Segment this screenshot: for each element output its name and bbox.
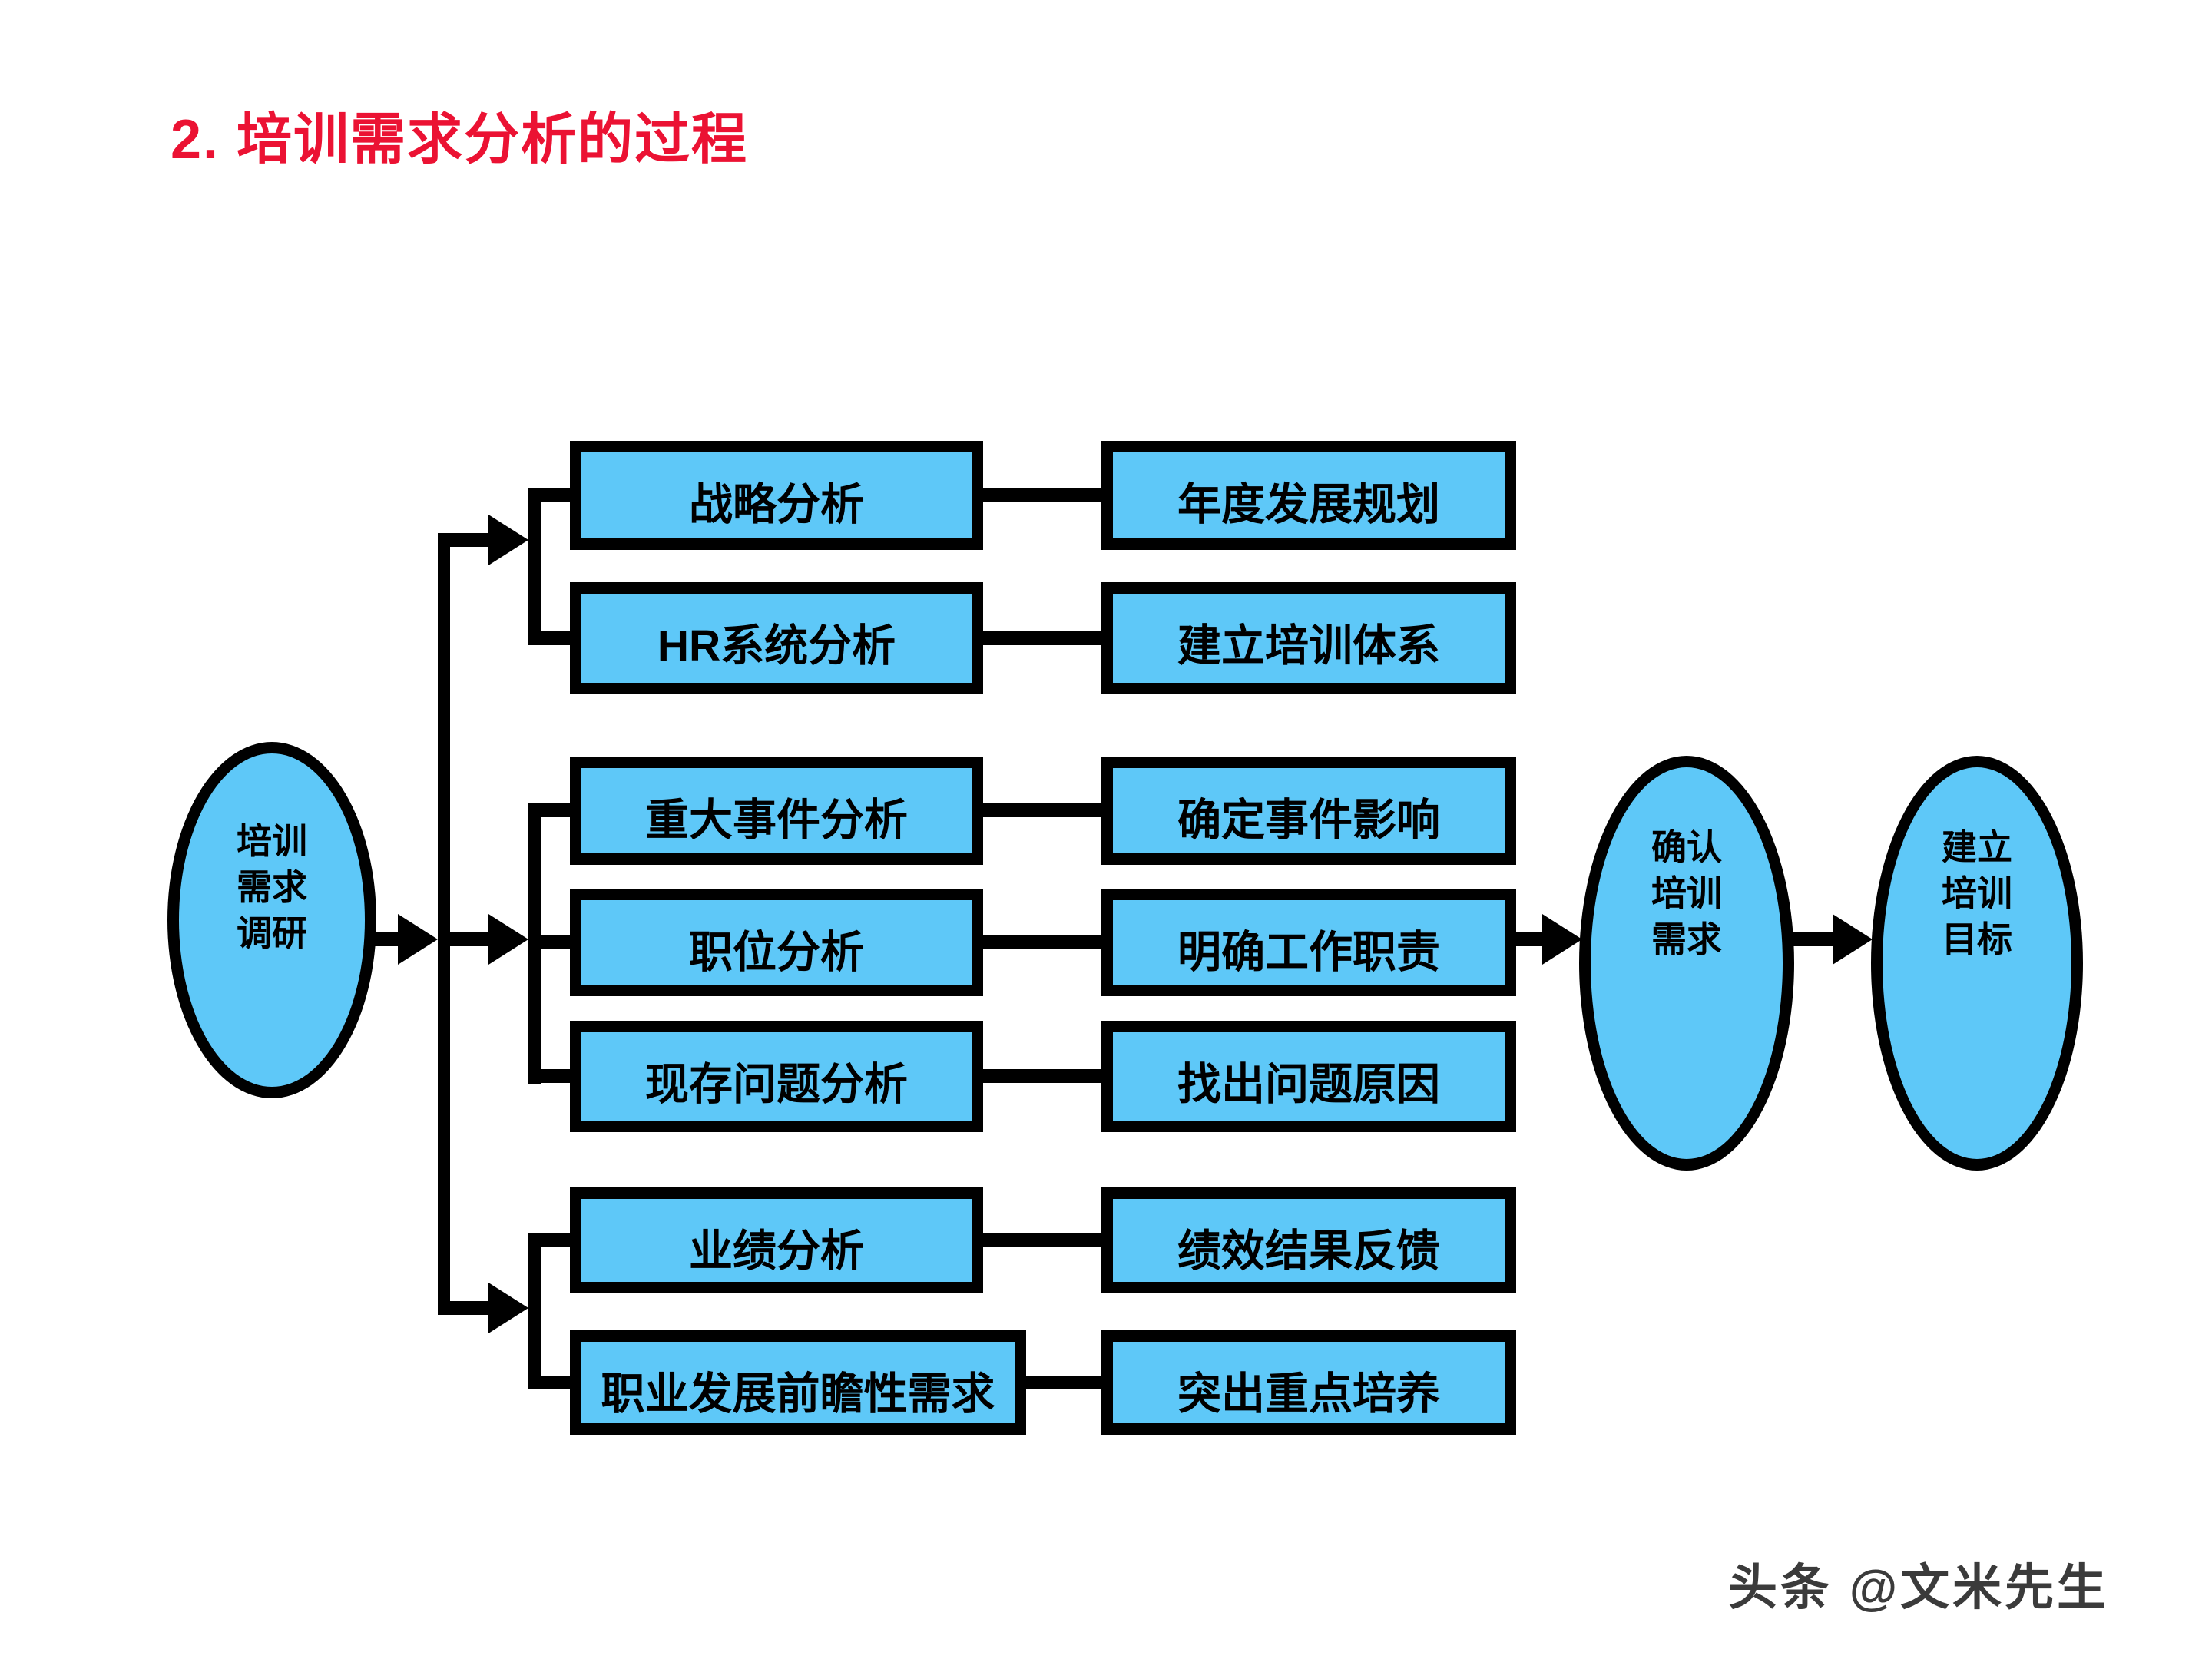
box-label: 找出问题原因 — [1177, 1060, 1440, 1109]
node-label-line: 培训 — [237, 821, 307, 861]
box-label: 确定事件影响 — [1177, 796, 1440, 845]
link-row-1 — [975, 488, 1106, 502]
box-label: 年度发展规划 — [1177, 480, 1440, 529]
box-position-analysis: 职位分析 — [570, 889, 983, 996]
box-performance-analysis: 业绩分析 — [570, 1187, 983, 1293]
arrowhead-source-to-trunk — [398, 914, 438, 965]
arrowhead-to-result — [1542, 914, 1582, 965]
link-row-4 — [975, 935, 1106, 949]
box-label: 建立培训体系 — [1177, 621, 1440, 671]
box-label: 明确工作职责 — [1177, 928, 1440, 977]
box-hr-system-analysis: HR系统分析 — [570, 582, 983, 694]
node-label-line: 需求 — [237, 867, 307, 907]
stub-row-3 — [530, 803, 576, 817]
bracket-group-top — [528, 488, 541, 645]
box-label: 突出重点培养 — [1177, 1369, 1440, 1419]
box-build-training-system: 建立培训体系 — [1101, 582, 1516, 694]
node-label-line: 调研 — [237, 913, 307, 953]
box-existing-problem-analysis: 现存问题分析 — [570, 1021, 983, 1132]
connector-trunk — [438, 533, 450, 1315]
connector-to-result — [1513, 932, 1547, 946]
box-clarify-job-duties: 明确工作职责 — [1101, 889, 1516, 996]
stub-row-1 — [530, 488, 576, 502]
node-confirm-training-needs: 确认 培训 需求 — [1579, 756, 1794, 1171]
link-row-7 — [1018, 1376, 1106, 1389]
arrowhead-branch-middle — [488, 914, 528, 965]
stub-row-2 — [530, 631, 576, 645]
connector-result-to-goal — [1786, 932, 1836, 946]
page-title: 2. 培训需求分析的过程 — [171, 109, 749, 171]
box-strategy-analysis: 战略分析 — [570, 441, 983, 550]
box-label: 重大事件分析 — [645, 796, 908, 845]
node-label-line: 需求 — [1651, 919, 1722, 959]
stub-row-4 — [530, 935, 576, 949]
link-row-3 — [975, 803, 1106, 817]
box-label: HR系统分析 — [657, 621, 896, 671]
arrowhead-branch-top — [488, 515, 528, 565]
connector-branch-bottom — [444, 1301, 492, 1315]
bracket-group-bottom — [528, 1233, 541, 1389]
box-highlight-key-training: 突出重点培养 — [1101, 1330, 1516, 1435]
box-determine-event-impact: 确定事件影响 — [1101, 757, 1516, 865]
node-label-line: 目标 — [1942, 919, 2012, 959]
connector-branch-middle — [444, 932, 492, 946]
box-label: 业绩分析 — [689, 1227, 864, 1276]
box-label: 职位分析 — [689, 928, 864, 977]
box-label: 职业发展前瞻性需求 — [601, 1369, 995, 1419]
link-row-5 — [975, 1069, 1106, 1083]
box-performance-result-feedback: 绩效结果反馈 — [1101, 1187, 1516, 1293]
box-label: 现存问题分析 — [645, 1060, 908, 1109]
node-label-line: 培训 — [1651, 873, 1722, 913]
box-career-development-needs: 职业发展前瞻性需求 — [570, 1330, 1026, 1435]
stub-row-7 — [530, 1376, 576, 1389]
connector-branch-top — [444, 533, 492, 547]
box-annual-development-plan: 年度发展规划 — [1101, 441, 1516, 550]
stub-row-5 — [530, 1069, 576, 1083]
node-label-line: 建立 — [1942, 827, 2012, 867]
stub-row-6 — [530, 1233, 576, 1247]
arrowhead-result-to-goal — [1833, 914, 1873, 965]
node-label-line: 培训 — [1942, 873, 2012, 913]
box-major-event-analysis: 重大事件分析 — [570, 757, 983, 865]
link-row-2 — [975, 631, 1106, 645]
box-label: 战略分析 — [689, 480, 864, 529]
box-find-problem-causes: 找出问题原因 — [1101, 1021, 1516, 1132]
box-label: 绩效结果反馈 — [1177, 1227, 1440, 1276]
node-training-needs-survey: 培训 需求 调研 — [167, 742, 376, 1098]
arrowhead-branch-bottom — [488, 1283, 528, 1333]
node-label-line: 确认 — [1651, 827, 1722, 867]
node-establish-training-goals: 建立 培训 目标 — [1871, 756, 2083, 1171]
link-row-6 — [975, 1233, 1106, 1247]
watermark: 头条 @文米先生 — [1728, 1560, 2110, 1615]
